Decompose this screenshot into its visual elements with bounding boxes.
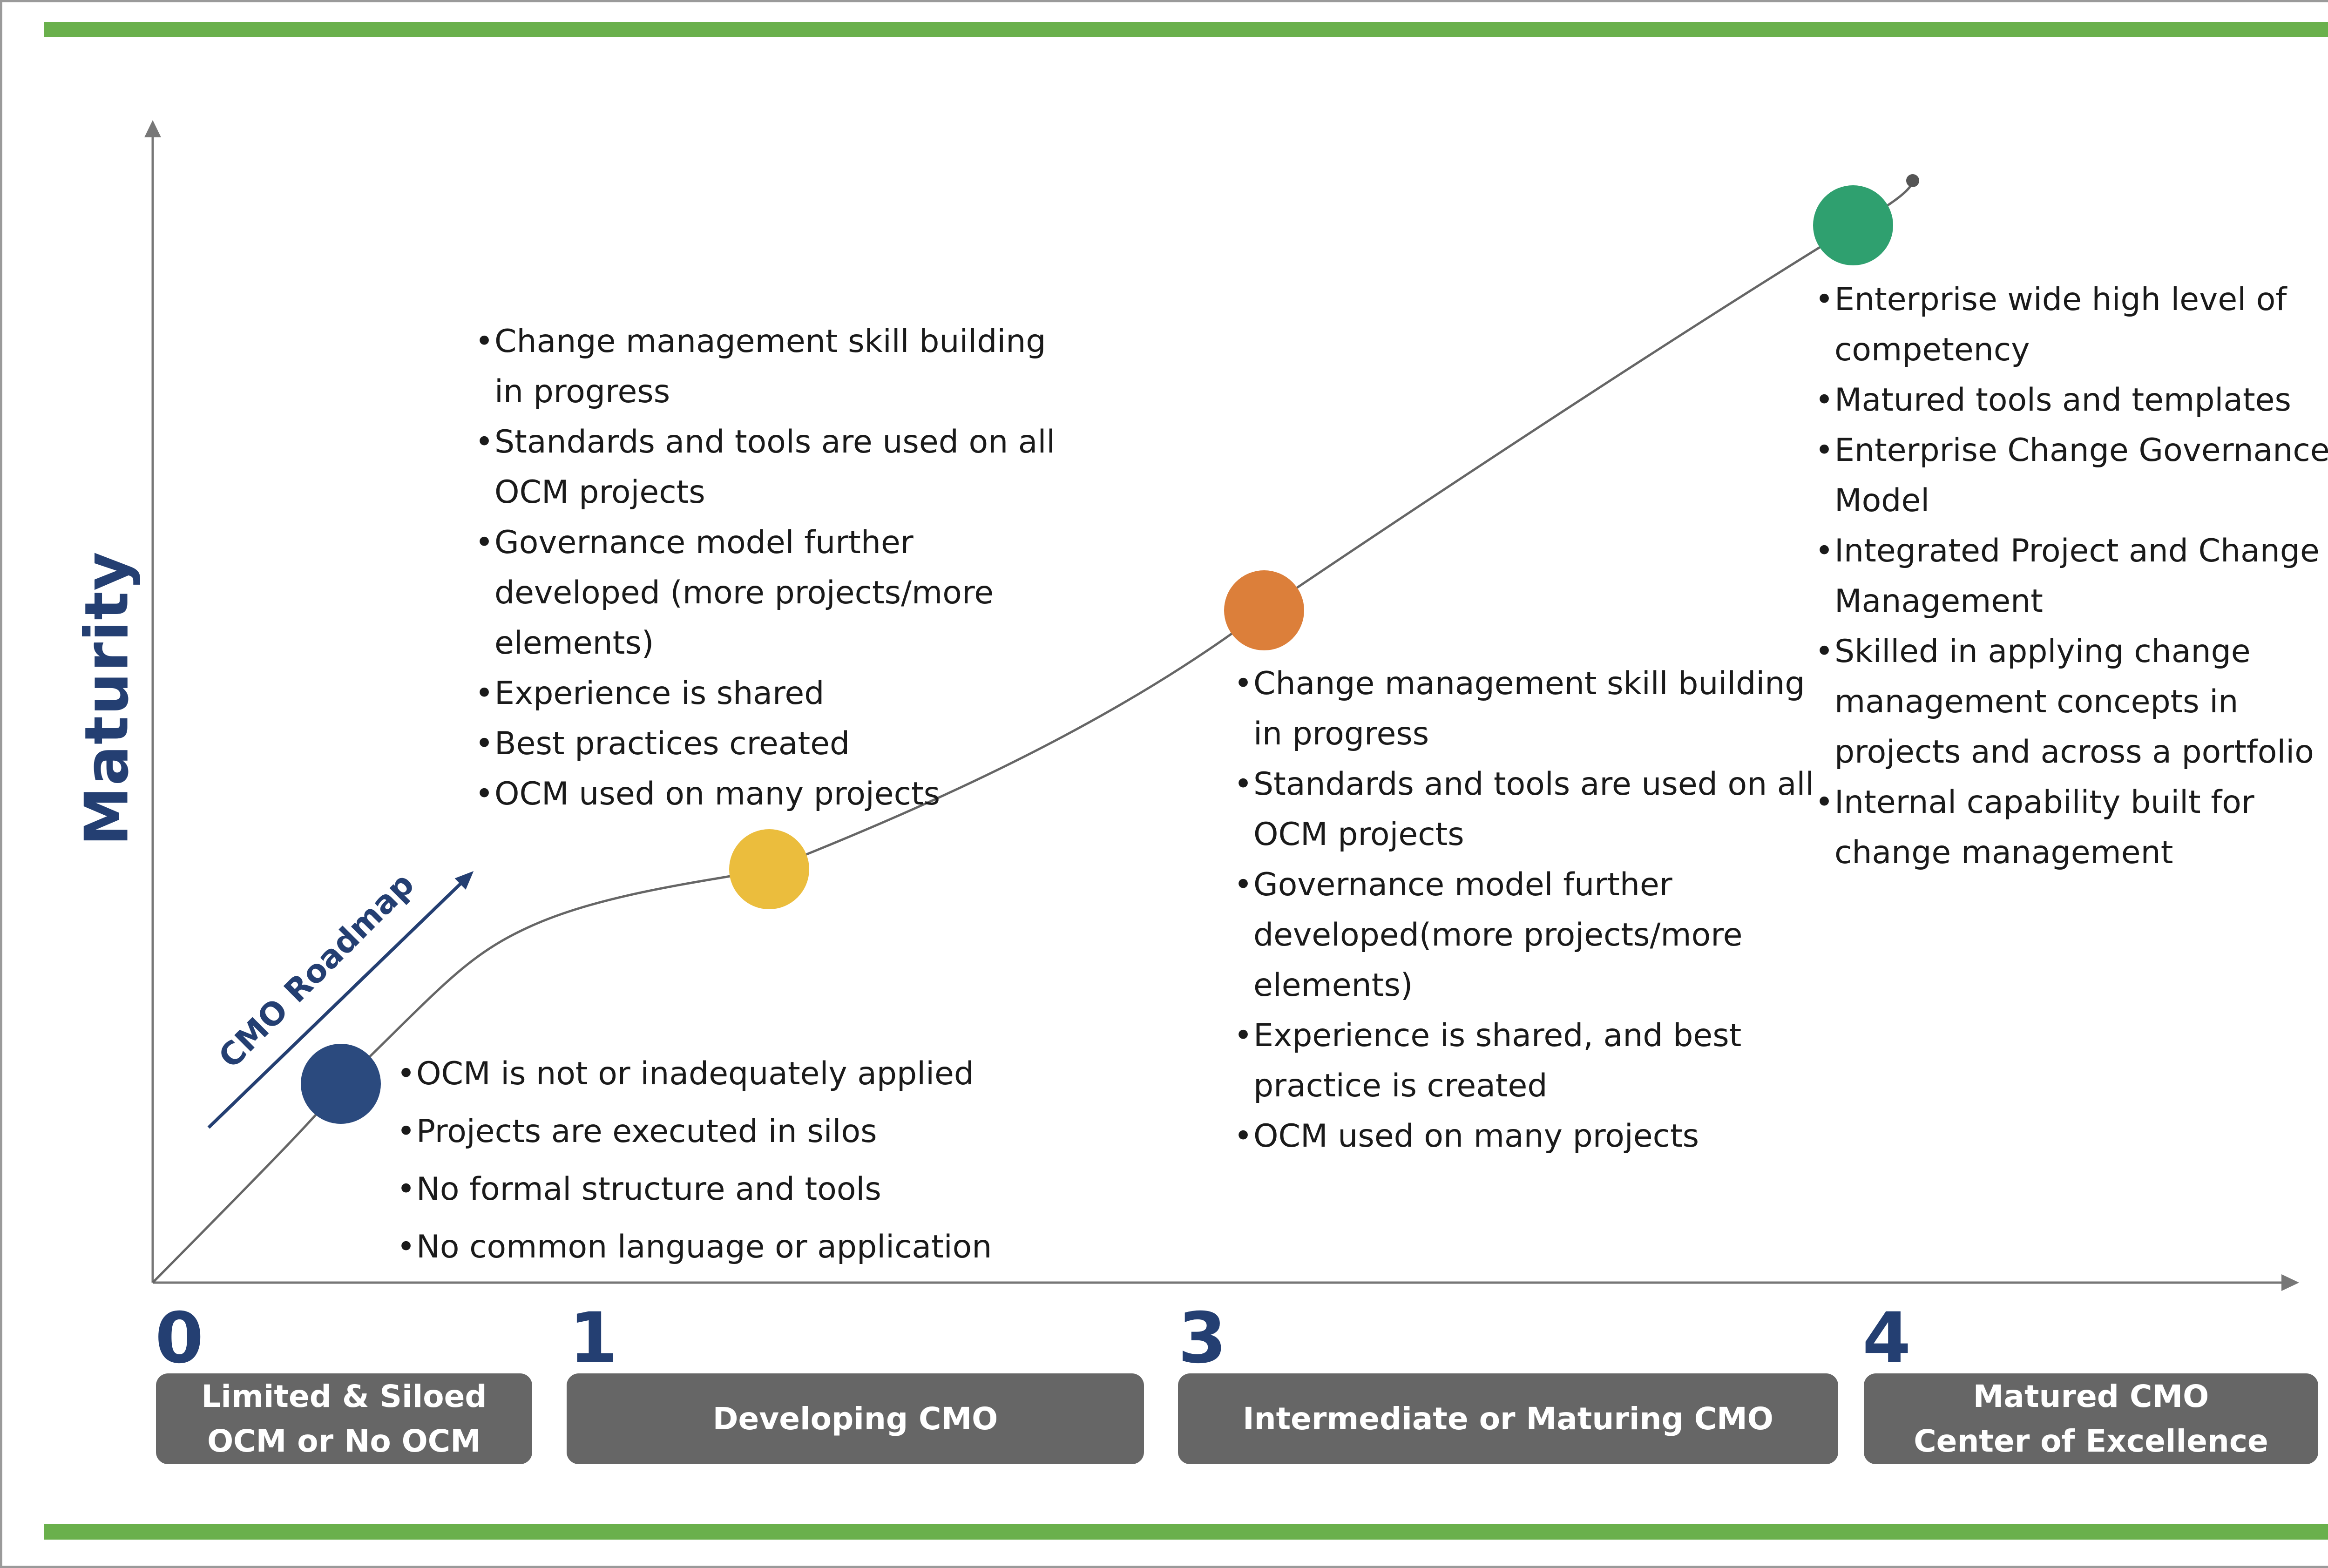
list-item: Projects are executed in silos bbox=[397, 1103, 1095, 1161]
milestone-4-circle bbox=[1813, 185, 1893, 265]
list-item: OCM used on many projects bbox=[1234, 1111, 1816, 1162]
milestone-3-circle bbox=[1224, 570, 1304, 650]
milestone-1-circle bbox=[729, 829, 809, 909]
list-item: Standards and tools are used on all OCM … bbox=[1234, 759, 1816, 860]
stage-box-line: Matured CMO bbox=[1973, 1378, 2209, 1414]
list-item: Standards and tools are used on all OCM … bbox=[475, 417, 1071, 518]
bottom-accent-bar bbox=[44, 1524, 2328, 1540]
stage-0-bullets: OCM is not or inadequately applied Proje… bbox=[397, 1045, 1095, 1276]
top-accent-bar bbox=[44, 22, 2328, 37]
stage-box-line: Center of Excellence bbox=[1914, 1423, 2268, 1459]
stage-box-developing: Developing CMO bbox=[567, 1373, 1144, 1464]
stage-number-4: 4 bbox=[1862, 1298, 1911, 1379]
stage-4-bullets: Enterprise wide high level of competency… bbox=[1815, 275, 2328, 878]
list-item: Governance model further developed (more… bbox=[475, 518, 1071, 669]
list-item: OCM used on many projects bbox=[475, 769, 1071, 819]
stage-box-line: Developing CMO bbox=[712, 1400, 998, 1437]
list-item: Best practices created bbox=[475, 719, 1071, 769]
list-item: Governance model further developed(more … bbox=[1234, 860, 1816, 1011]
stage-box-line: OCM or No OCM bbox=[207, 1423, 481, 1459]
y-axis-arrowhead bbox=[144, 120, 161, 137]
stage-number-1: 1 bbox=[569, 1298, 618, 1379]
list-item: Enterprise Change Governance Model bbox=[1815, 426, 2328, 526]
list-item: OCM is not or inadequately applied bbox=[397, 1045, 1095, 1103]
stage-3-bullets: Change management skill building in prog… bbox=[1234, 659, 1816, 1162]
curve-endpoint-dot bbox=[1906, 174, 1919, 187]
stage-box-line: Limited & Siloed bbox=[201, 1378, 487, 1414]
stage-box-limited-siloed: Limited & Siloed OCM or No OCM bbox=[156, 1373, 532, 1464]
stage-box-matured: Matured CMO Center of Excellence bbox=[1864, 1373, 2318, 1464]
list-item: No common language or application bbox=[397, 1218, 1095, 1276]
list-item: Enterprise wide high level of competency bbox=[1815, 275, 2328, 375]
list-item: Change management skill building in prog… bbox=[1234, 659, 1816, 759]
list-item: Matured tools and templates bbox=[1815, 375, 2328, 426]
x-axis-arrowhead bbox=[2281, 1274, 2299, 1291]
list-item: Change management skill building in prog… bbox=[475, 317, 1071, 417]
roadmap-arrow bbox=[207, 871, 474, 1129]
list-item: Skilled in applying change management co… bbox=[1815, 627, 2328, 777]
stage-box-line: Intermediate or Maturing CMO bbox=[1243, 1400, 1773, 1437]
stage-box-intermediate: Intermediate or Maturing CMO bbox=[1178, 1373, 1838, 1464]
stage-number-0: 0 bbox=[155, 1298, 204, 1379]
stage-number-3: 3 bbox=[1178, 1298, 1227, 1379]
list-item: Experience is shared, and best practice … bbox=[1234, 1011, 1816, 1111]
list-item: No formal structure and tools bbox=[397, 1161, 1095, 1218]
milestone-0-circle bbox=[301, 1044, 381, 1124]
list-item: Experience is shared bbox=[475, 669, 1071, 719]
list-item: Integrated Project and Change Management bbox=[1815, 526, 2328, 627]
stage-1-bullets: Change management skill building in prog… bbox=[475, 317, 1071, 819]
list-item: Internal capability built for change man… bbox=[1815, 777, 2328, 878]
